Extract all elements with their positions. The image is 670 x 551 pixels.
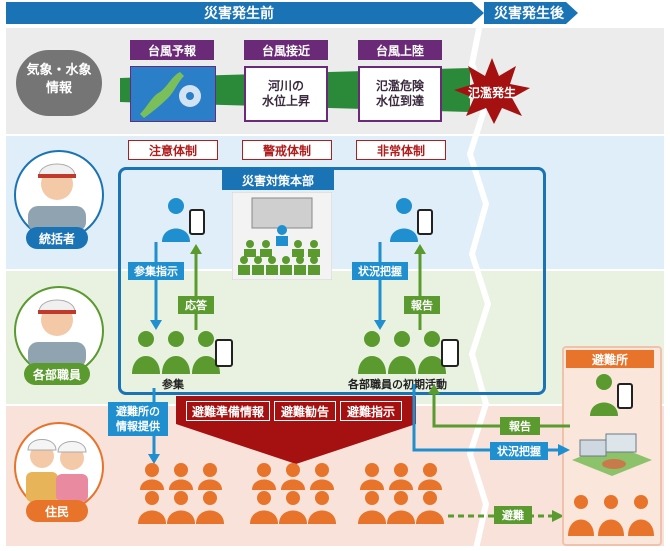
staff-label: 各部職員 — [24, 363, 90, 385]
alert-emergency: 非常体制 — [356, 140, 446, 160]
river-rise-box: 河川の 水位上昇 — [244, 66, 328, 122]
hq-meeting-room — [232, 192, 332, 280]
residents-label: 住民 — [26, 500, 88, 522]
shelter-staff-icon — [590, 374, 633, 416]
evac-info-label: 避難所の 情報提供 — [108, 402, 168, 436]
shelter-situation-label: 状況把握 — [490, 442, 548, 460]
supervisor-band — [6, 136, 664, 269]
assembly-caption: 参集 — [162, 378, 184, 391]
flood-burst — [454, 58, 530, 124]
shelter-title: 避難所 — [566, 350, 654, 368]
evac-order-directive: 避難指示 — [340, 401, 402, 421]
header-arrows — [6, 2, 578, 24]
resident-group-2 — [250, 463, 336, 524]
hq-vertical-arrows — [150, 242, 426, 330]
evac-order-advisory: 避難勧告 — [274, 401, 336, 421]
stage-landfall: 台風上陸 — [358, 40, 442, 60]
staff-group-right — [358, 331, 459, 374]
evac-order-prep: 避難準備情報 — [186, 401, 270, 421]
weather-label: 気象・水象 情報 — [26, 63, 92, 96]
staff-figure-icon — [28, 299, 86, 368]
hq-frame — [118, 167, 546, 395]
report-label: 報告 — [404, 296, 440, 314]
stage-forecast: 台風予報 — [130, 40, 214, 60]
resident-group-3 — [358, 463, 444, 524]
staff-group-left — [132, 331, 233, 374]
weather-label-circle — [16, 50, 102, 116]
response-label: 応答 — [178, 296, 214, 314]
hq-title: 災害対策本部 — [222, 170, 334, 190]
shelter-school-icon — [572, 433, 652, 476]
alert-warning: 警戒体制 — [242, 140, 332, 160]
alert-caution: 注意体制 — [128, 140, 218, 160]
flood-label: 氾濫発生 — [467, 86, 516, 100]
situation-grasp-label: 状況把握 — [352, 262, 408, 280]
header-after: 災害発生後 — [494, 6, 564, 22]
shelter-report-label: 報告 — [500, 417, 540, 435]
resident-group-1 — [138, 463, 224, 524]
residents-figure-icon — [26, 439, 88, 502]
initial-activity-caption: 各部職員の初期活動 — [348, 378, 447, 391]
header-before: 災害発生前 — [204, 6, 274, 22]
supervisor-label: 統括者 — [26, 227, 88, 249]
evacuation-label: 避難 — [494, 506, 532, 524]
staff-band — [6, 271, 664, 404]
shelter-residents-icon — [568, 495, 654, 536]
hq-person-right — [390, 198, 433, 242]
stage-approach: 台風接近 — [244, 40, 328, 60]
danger-level-box: 氾濫危険 水位到達 — [358, 66, 442, 122]
assembly-order-label: 参集指示 — [128, 262, 184, 280]
supervisor-figure-icon — [28, 163, 86, 232]
weather-map — [130, 66, 216, 122]
hq-person-left — [162, 198, 205, 242]
